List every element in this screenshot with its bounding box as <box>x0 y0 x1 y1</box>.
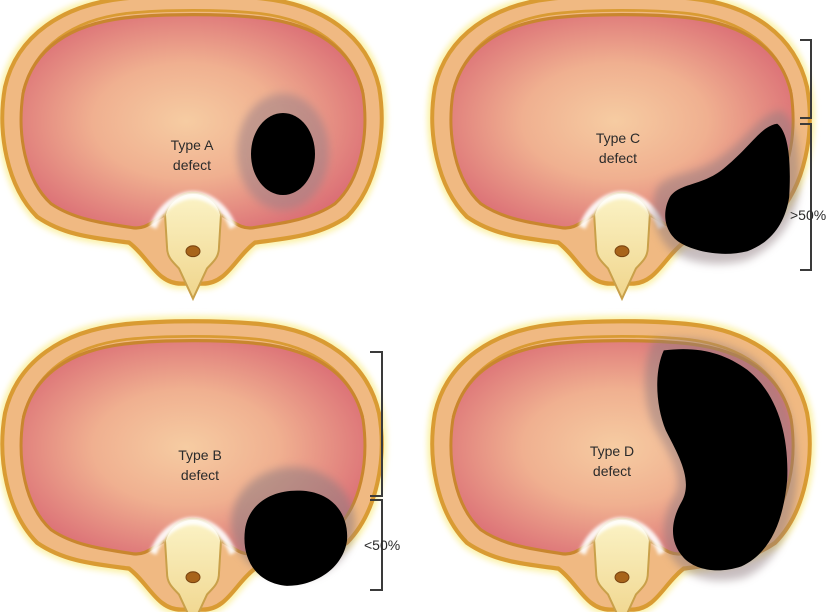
panel-b-label-line1: Type B <box>178 447 222 463</box>
bracket-label-lt50: <50% <box>364 537 400 553</box>
panel-d-label-line2: defect <box>593 463 631 479</box>
defect-hole-a <box>251 113 315 195</box>
panel-a-label-line1: Type A <box>171 137 214 153</box>
panel-c-label-line1: Type C <box>596 130 640 146</box>
panel-c-label-line2: defect <box>599 150 637 166</box>
panel-d-label-line1: Type D <box>590 443 634 459</box>
bracket-label-gt50: >50% <box>790 207 826 223</box>
panel-b-label-line2: defect <box>181 467 219 483</box>
panel-a-label-line2: defect <box>173 157 211 173</box>
defect-hole-b <box>244 491 347 586</box>
